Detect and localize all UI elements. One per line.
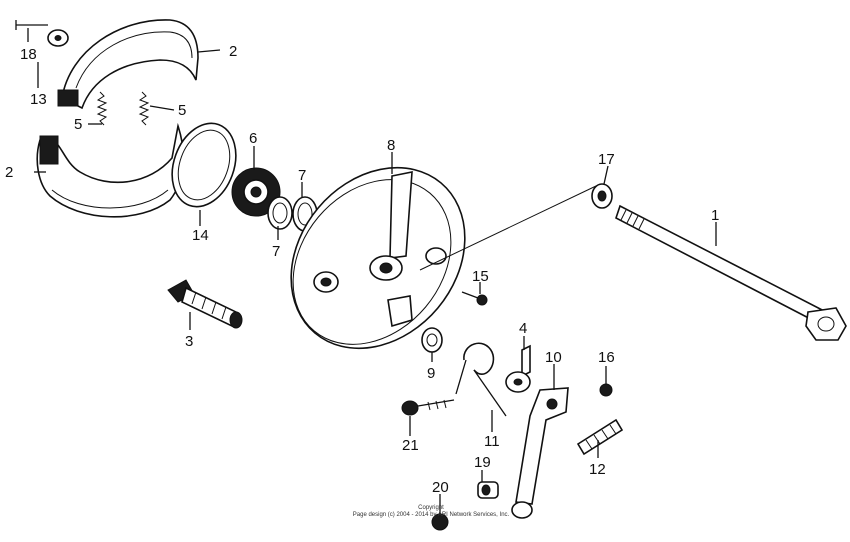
part-4-indicator-plate [505, 344, 531, 393]
part-17-collar [591, 183, 613, 209]
callout-5-right: 5 [178, 102, 186, 119]
callout-15: 15 [472, 268, 489, 285]
part-14-seal-ring [171, 122, 237, 208]
callout-7-upper: 7 [298, 167, 306, 184]
callout-9: 9 [427, 365, 435, 382]
part-2-upper-brake-shoe [57, 19, 199, 110]
callout-18: 18 [20, 46, 37, 63]
callout-7-lower: 7 [272, 243, 280, 260]
part-5-springs [96, 91, 150, 126]
part-8-brake-panel [290, 166, 466, 350]
callout-12: 12 [589, 461, 606, 478]
part-1-axle [615, 204, 847, 341]
callout-10: 10 [545, 349, 562, 366]
part-3-brake-cam [167, 279, 243, 329]
copyright-notice: Copyright Page design (c) 2004 - 2014 by… [336, 505, 526, 519]
copyright-line-1: Copyright [418, 505, 444, 511]
part-2-lower-brake-shoe [36, 122, 185, 218]
callout-6: 6 [249, 130, 257, 147]
callout-21: 21 [402, 437, 419, 454]
part-9-washer [421, 327, 443, 353]
callout-8: 8 [387, 137, 395, 154]
callout-17: 17 [598, 151, 615, 168]
assembly-guide-line [419, 185, 597, 271]
callout-14: 14 [192, 227, 209, 244]
callout-5-left: 5 [74, 116, 82, 133]
part-16-nut [599, 383, 613, 397]
part-11-return-spring [455, 342, 507, 417]
part-13-washer [47, 29, 69, 47]
leader-lines [27, 28, 717, 514]
part-18-pin [15, 20, 48, 30]
part-6-gear [231, 167, 281, 217]
callout-1: 1 [711, 207, 719, 224]
callout-19: 19 [474, 454, 491, 471]
copyright-line-2: Page design (c) 2004 - 2014 by ARI Netwo… [352, 512, 510, 518]
callout-labels: 1 2 2 3 4 5 5 6 7 7 8 9 10 11 12 13 14 1… [5, 43, 719, 496]
callout-13: 13 [30, 91, 47, 108]
part-12-adjusting-bolt [576, 418, 624, 456]
callout-16: 16 [598, 349, 615, 366]
callout-2-lower: 2 [5, 164, 13, 181]
part-10-brake-arm [511, 387, 569, 519]
callout-20: 20 [432, 479, 449, 496]
part-21-bolt [401, 399, 455, 416]
callout-4: 4 [519, 320, 527, 337]
part-15-bolt [461, 291, 488, 306]
callout-3: 3 [185, 333, 193, 350]
part-19-collar [477, 481, 499, 499]
callout-11: 11 [484, 433, 500, 450]
callout-2-upper: 2 [229, 43, 237, 60]
